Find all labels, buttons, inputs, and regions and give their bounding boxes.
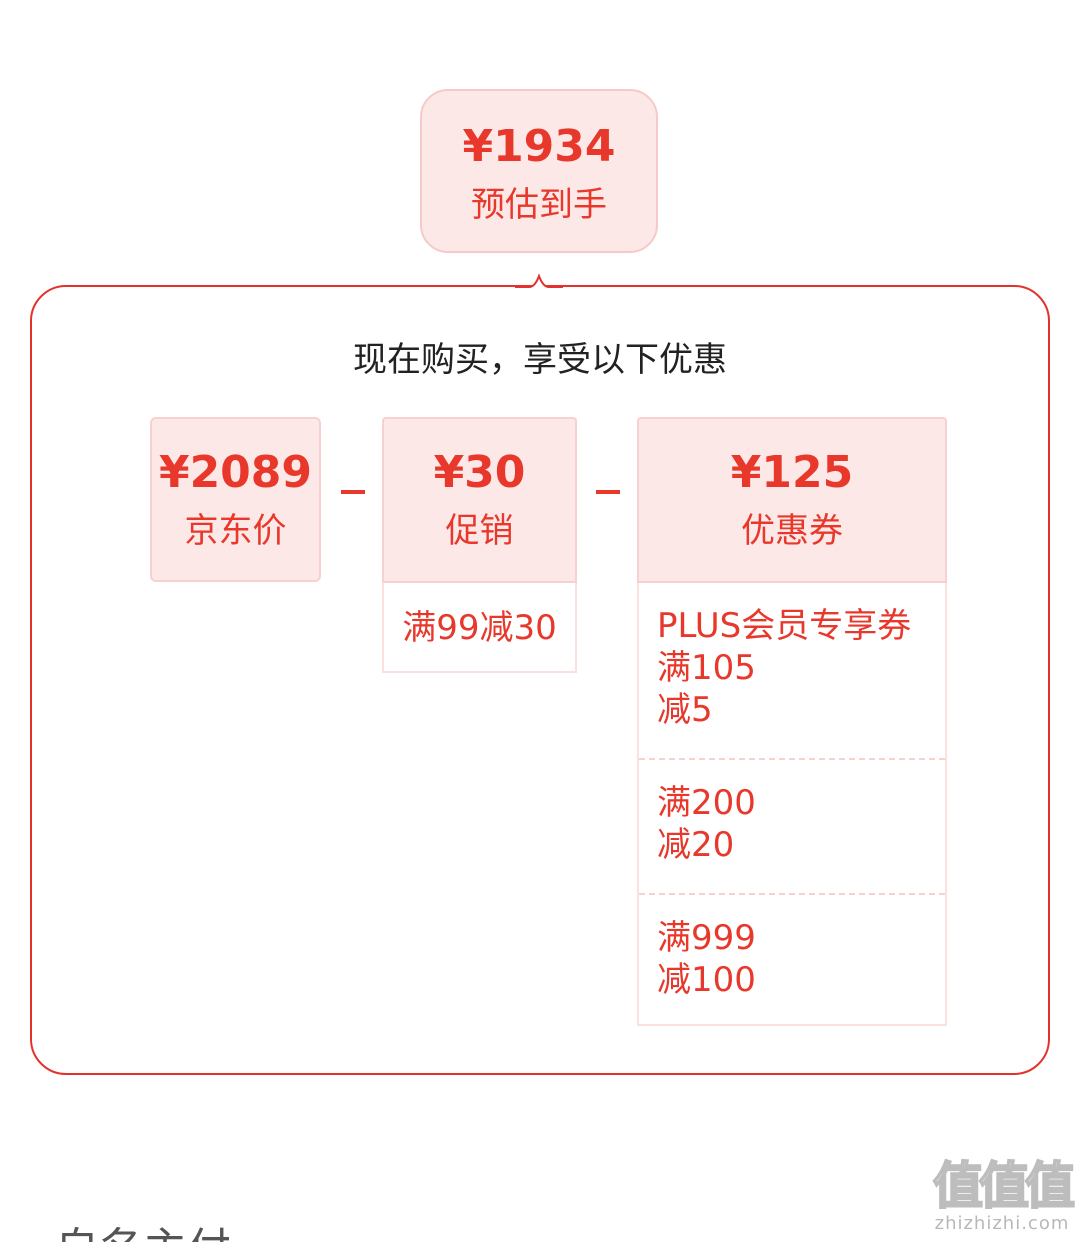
jd-price-value: ¥2089 <box>158 447 313 498</box>
estimated-price-bubble: ¥1934 预估到手 <box>420 89 658 253</box>
coupon-label: 优惠券 <box>741 511 843 551</box>
coupon-item: 满200 减20 <box>639 758 945 893</box>
coupon-item-line: 满105 <box>657 648 756 688</box>
coupon-item-line: 减100 <box>657 960 756 1000</box>
jd-price-cell: ¥2089 京东价 <box>150 417 321 582</box>
minus-sign <box>341 490 365 494</box>
coupon-item: PLUS会员专享券 满105 减5 <box>639 583 945 758</box>
coupon-item-line: PLUS会员专享券 <box>657 606 912 646</box>
coupon-item-line: 减20 <box>657 825 735 865</box>
panel-pointer-notch <box>515 273 563 288</box>
panel-title: 现在购买，享受以下优惠 <box>353 340 727 380</box>
estimated-price: ¥1934 <box>462 121 616 172</box>
coupon-item-line: 满999 <box>657 918 756 958</box>
site-watermark: 值值值 zhizhizhi.com <box>928 1157 1076 1238</box>
coupon-item-line: 减5 <box>657 690 713 730</box>
minus-sign <box>596 490 620 494</box>
bottom-section-heading: 自名主付 <box>55 1222 231 1242</box>
coupon-cell: ¥125 优惠券 <box>637 417 947 583</box>
promotion-detail: 满99减30 <box>382 583 577 673</box>
promotion-label: 促销 <box>445 511 514 551</box>
coupon-item: 满999 减100 <box>639 893 945 1024</box>
promotion-value: ¥30 <box>433 447 526 498</box>
coupon-detail-list: PLUS会员专享券 满105 减5 满200 减20 满999 减100 <box>637 583 947 1026</box>
watermark-logo: 值值值 <box>932 1157 1076 1215</box>
coupon-value: ¥125 <box>730 447 854 498</box>
watermark-url: zhizhizhi.com <box>934 1213 1070 1234</box>
promotion-cell: ¥30 促销 <box>382 417 577 583</box>
coupon-item-line: 满200 <box>657 783 756 823</box>
jd-price-label: 京东价 <box>184 511 287 551</box>
estimated-price-label: 预估到手 <box>471 185 607 225</box>
